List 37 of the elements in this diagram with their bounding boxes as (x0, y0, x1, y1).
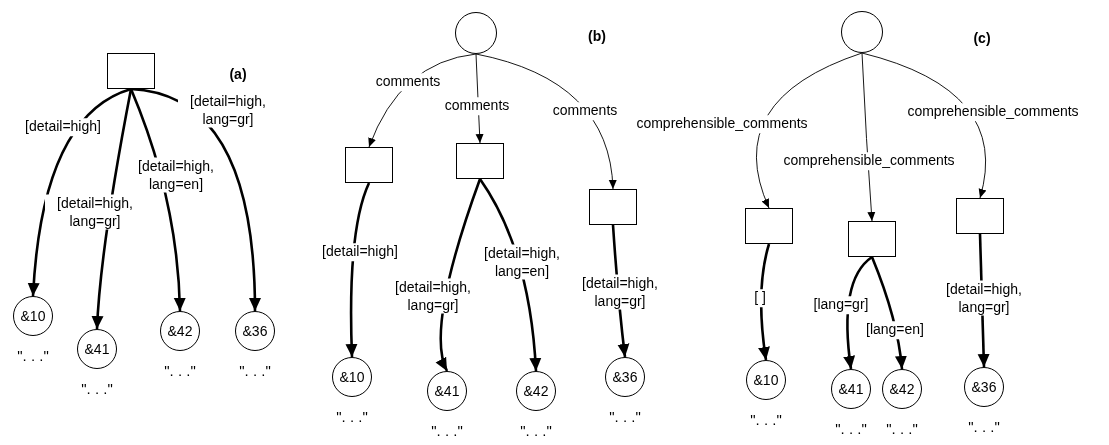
empty-box (848, 221, 896, 257)
ellipsis-text: ". . ." (164, 363, 196, 378)
ellipsis-text: ". . ." (609, 409, 641, 424)
arrow (843, 256, 873, 370)
edge-label: [lang=en] (866, 321, 924, 339)
edge-label: comprehensible_comments (907, 103, 1079, 121)
ellipsis-text: ". . ." (968, 419, 1000, 434)
ellipsis-text: ". . ." (886, 421, 918, 436)
empty-box (589, 189, 637, 225)
empty-box (745, 208, 793, 244)
arrow (345, 182, 371, 358)
empty-box (107, 53, 155, 89)
empty-box (956, 198, 1004, 234)
arrow (27, 87, 132, 297)
empty-box (345, 147, 393, 183)
edge-label: comments (552, 102, 618, 120)
empty-box (456, 143, 504, 179)
panel-label: (a) (229, 64, 247, 84)
ellipsis-text: ". . ." (750, 412, 782, 427)
ellipsis-text: ". . ." (336, 409, 368, 424)
edge-label: [lang=gr] (813, 296, 869, 314)
ellipsis-text: ". . ." (835, 421, 867, 436)
edge-label: comments (444, 97, 510, 115)
arrow (758, 243, 771, 361)
edge-label: [detail=high] (322, 243, 398, 261)
ellipsis-text: ". . ." (81, 381, 113, 396)
ellipsis-text: ". . ." (520, 423, 552, 438)
edge-label: comments (375, 73, 441, 91)
edge-label: [ ] (754, 289, 766, 307)
edge-label: comprehensible_comments (636, 115, 808, 133)
ellipsis-text: ". . ." (17, 348, 49, 363)
edge-label: [detail=high] (25, 118, 101, 136)
ellipsis-text: ". . ." (431, 423, 463, 438)
panel-label: (b) (588, 26, 606, 46)
edge-label: comprehensible_comments (783, 152, 955, 170)
ellipsis-text: ". . ." (239, 363, 271, 378)
panel-label: (c) (973, 28, 991, 48)
